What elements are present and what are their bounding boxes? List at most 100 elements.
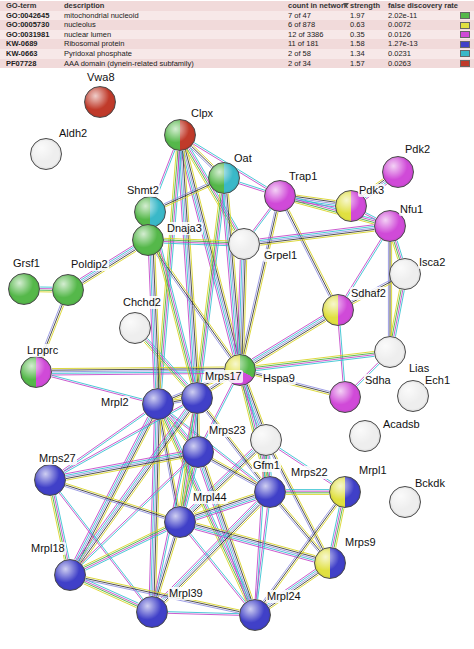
evidence-line (85, 581, 138, 605)
evidence-line (239, 184, 265, 192)
protein-node: Gfm1 (250, 424, 282, 456)
node-label: Chchd2 (122, 296, 162, 309)
evidence-line (256, 353, 374, 367)
evidence-line (76, 418, 149, 561)
node-label: Shmt2 (126, 184, 160, 197)
count-cell: 7 of 47 (288, 11, 311, 21)
interaction-edge (331, 507, 344, 548)
evidence-line (388, 242, 389, 336)
column-header: description (64, 1, 104, 11)
evidence-line (164, 183, 209, 204)
evidence-line (85, 530, 166, 569)
node-label: Vwa8 (86, 71, 116, 84)
interaction-edge (195, 523, 316, 562)
evidence-line (211, 461, 255, 485)
interaction-edge (164, 183, 210, 207)
node-label: Mrps23 (208, 424, 247, 437)
protein-node: Dnaja3 (132, 224, 164, 256)
column-header: GO-term (6, 1, 36, 11)
protein-ball (208, 162, 240, 194)
interaction-edge (40, 287, 52, 292)
legend-swatch (460, 60, 470, 67)
evidence-line (365, 214, 376, 219)
node-label: Trap1 (288, 170, 318, 183)
protein-ball (329, 476, 361, 508)
evidence-line (157, 253, 231, 357)
evidence-line (164, 238, 228, 241)
interaction-edge (388, 242, 391, 336)
evidence-line (193, 145, 214, 166)
node-label: Gfm1 (252, 459, 281, 472)
evidence-line (200, 194, 223, 382)
evidence-line (160, 151, 179, 388)
evidence-line (256, 355, 374, 369)
legend-swatch (460, 31, 470, 38)
interaction-edge (190, 145, 213, 168)
protein-ball (182, 436, 214, 468)
node-label: Pdk3 (358, 184, 385, 197)
evidence-line (286, 494, 329, 495)
protein-node: Lias (374, 336, 406, 368)
term-id: PF07728 (6, 59, 36, 69)
evidence-line (254, 209, 271, 231)
evidence-line (282, 503, 321, 550)
node-label: Mrpl24 (266, 590, 302, 603)
protein-node: Mrps9 (314, 547, 346, 579)
evidence-line (84, 528, 165, 567)
protein-node: Mrps23 (182, 436, 214, 468)
node-label: Ech1 (424, 374, 451, 387)
evidence-line (161, 501, 257, 598)
node-label: Sdha (364, 374, 392, 387)
evidence-line (83, 527, 164, 566)
evidence-line (393, 242, 398, 259)
interaction-edge (286, 490, 329, 495)
node-label: Mrps27 (38, 452, 77, 465)
evidence-line (162, 502, 258, 599)
protein-ball (34, 464, 66, 496)
interaction-edge (391, 289, 405, 336)
evidence-line (391, 242, 392, 336)
protein-ball (349, 420, 381, 452)
protein-ball (374, 336, 406, 368)
evidence-line (334, 508, 342, 548)
fdr-cell: 0.0231 (388, 49, 411, 59)
evidence-line (163, 503, 259, 600)
evidence-line (191, 146, 212, 167)
node-label: Nfu1 (399, 203, 424, 216)
interaction-edge (168, 612, 239, 616)
protein-ball (254, 476, 286, 508)
table-row: KW-0689Ribosomal protein11 of 1811.581.2… (0, 39, 474, 49)
column-header: strength (350, 1, 380, 11)
protein-ball (239, 599, 271, 631)
interaction-edge (178, 151, 199, 382)
term-description: AAA domain (dynein-related subfamily) (64, 59, 194, 69)
protein-ball (20, 356, 52, 388)
protein-ball (52, 274, 84, 306)
evidence-line (149, 420, 154, 596)
evidence-line (168, 613, 239, 615)
protein-ball (119, 312, 151, 344)
protein-node: Oat (208, 162, 240, 194)
evidence-line (260, 225, 374, 239)
evidence-line (165, 185, 210, 206)
node-label: Pdk2 (404, 143, 431, 156)
protein-node: Chchd2 (119, 312, 151, 344)
interaction-edge (239, 182, 265, 192)
strength-cell: 0.35 (350, 30, 365, 40)
protein-node: Aldh2 (30, 138, 62, 170)
interaction-edge (170, 413, 258, 482)
interaction-edge (75, 417, 154, 562)
evidence-line (258, 508, 269, 599)
count-cell: 6 of 878 (288, 20, 315, 30)
evidence-line (201, 194, 224, 382)
evidence-line (40, 290, 52, 291)
protein-node: Ech1 (397, 380, 429, 412)
interaction-edge (256, 508, 269, 599)
protein-ball (389, 258, 421, 290)
evidence-line (145, 341, 186, 387)
interaction-edge (149, 420, 160, 596)
evidence-line (222, 194, 235, 354)
evidence-line (286, 489, 329, 490)
evidence-line (253, 317, 324, 360)
